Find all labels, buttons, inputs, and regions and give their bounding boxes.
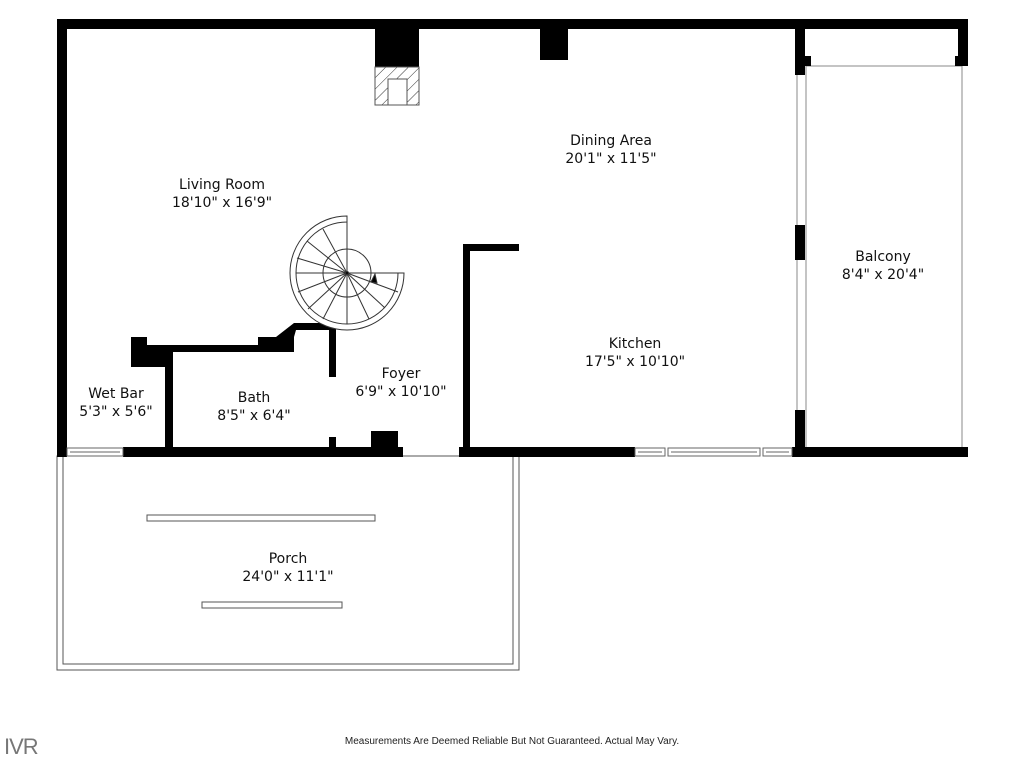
room-dimensions: 18'10" x 16'9" xyxy=(171,195,273,211)
porch-bench-upper xyxy=(146,514,376,522)
brand-logo: IVR xyxy=(4,734,39,759)
room-label-porch: Porch 24'0" x 11'1" xyxy=(242,550,333,586)
room-dimensions: 6'9" x 10'10" xyxy=(355,384,447,400)
room-name: Porch xyxy=(268,551,308,567)
walls xyxy=(57,19,968,457)
room-label-balcony: Balcony 8'4" x 20'4" xyxy=(842,248,924,284)
room-dimensions: 5'3" x 5'6" xyxy=(79,404,153,420)
room-name: Dining Area xyxy=(570,133,652,149)
room-dimensions: 17'5" x 10'10" xyxy=(584,354,686,370)
room-name: Foyer xyxy=(381,366,421,382)
room-dimensions: 8'4" x 20'4" xyxy=(841,267,925,283)
room-dimensions: 20'1" x 11'5" xyxy=(565,151,657,167)
room-label-wet-bar: Wet Bar 5'3" x 5'6" xyxy=(79,385,152,421)
room-name: Living Room xyxy=(179,177,265,193)
room-label-dining-area: Dining Area 20'1" x 11'5" xyxy=(565,132,656,168)
room-name: Balcony xyxy=(855,249,911,265)
room-dimensions: 8'5" x 6'4" xyxy=(217,408,291,424)
porch-bench-lower xyxy=(201,601,343,609)
room-label-foyer: Foyer 6'9" x 10'10" xyxy=(355,365,446,401)
room-label-living-room: Living Room 18'10" x 16'9" xyxy=(172,176,272,212)
spiral-staircase-icon xyxy=(289,215,405,331)
room-name: Bath xyxy=(237,390,271,406)
windows xyxy=(66,447,793,457)
room-dimensions: 24'0" x 11'1" xyxy=(242,569,334,585)
room-name: Wet Bar xyxy=(88,386,144,402)
room-label-kitchen: Kitchen 17'5" x 10'10" xyxy=(585,335,685,371)
fireplace-icon xyxy=(374,66,420,106)
room-name: Kitchen xyxy=(608,336,662,352)
room-label-bath: Bath 8'5" x 6'4" xyxy=(217,389,290,425)
disclaimer-text: Measurements Are Deemed Reliable But Not… xyxy=(344,736,680,747)
